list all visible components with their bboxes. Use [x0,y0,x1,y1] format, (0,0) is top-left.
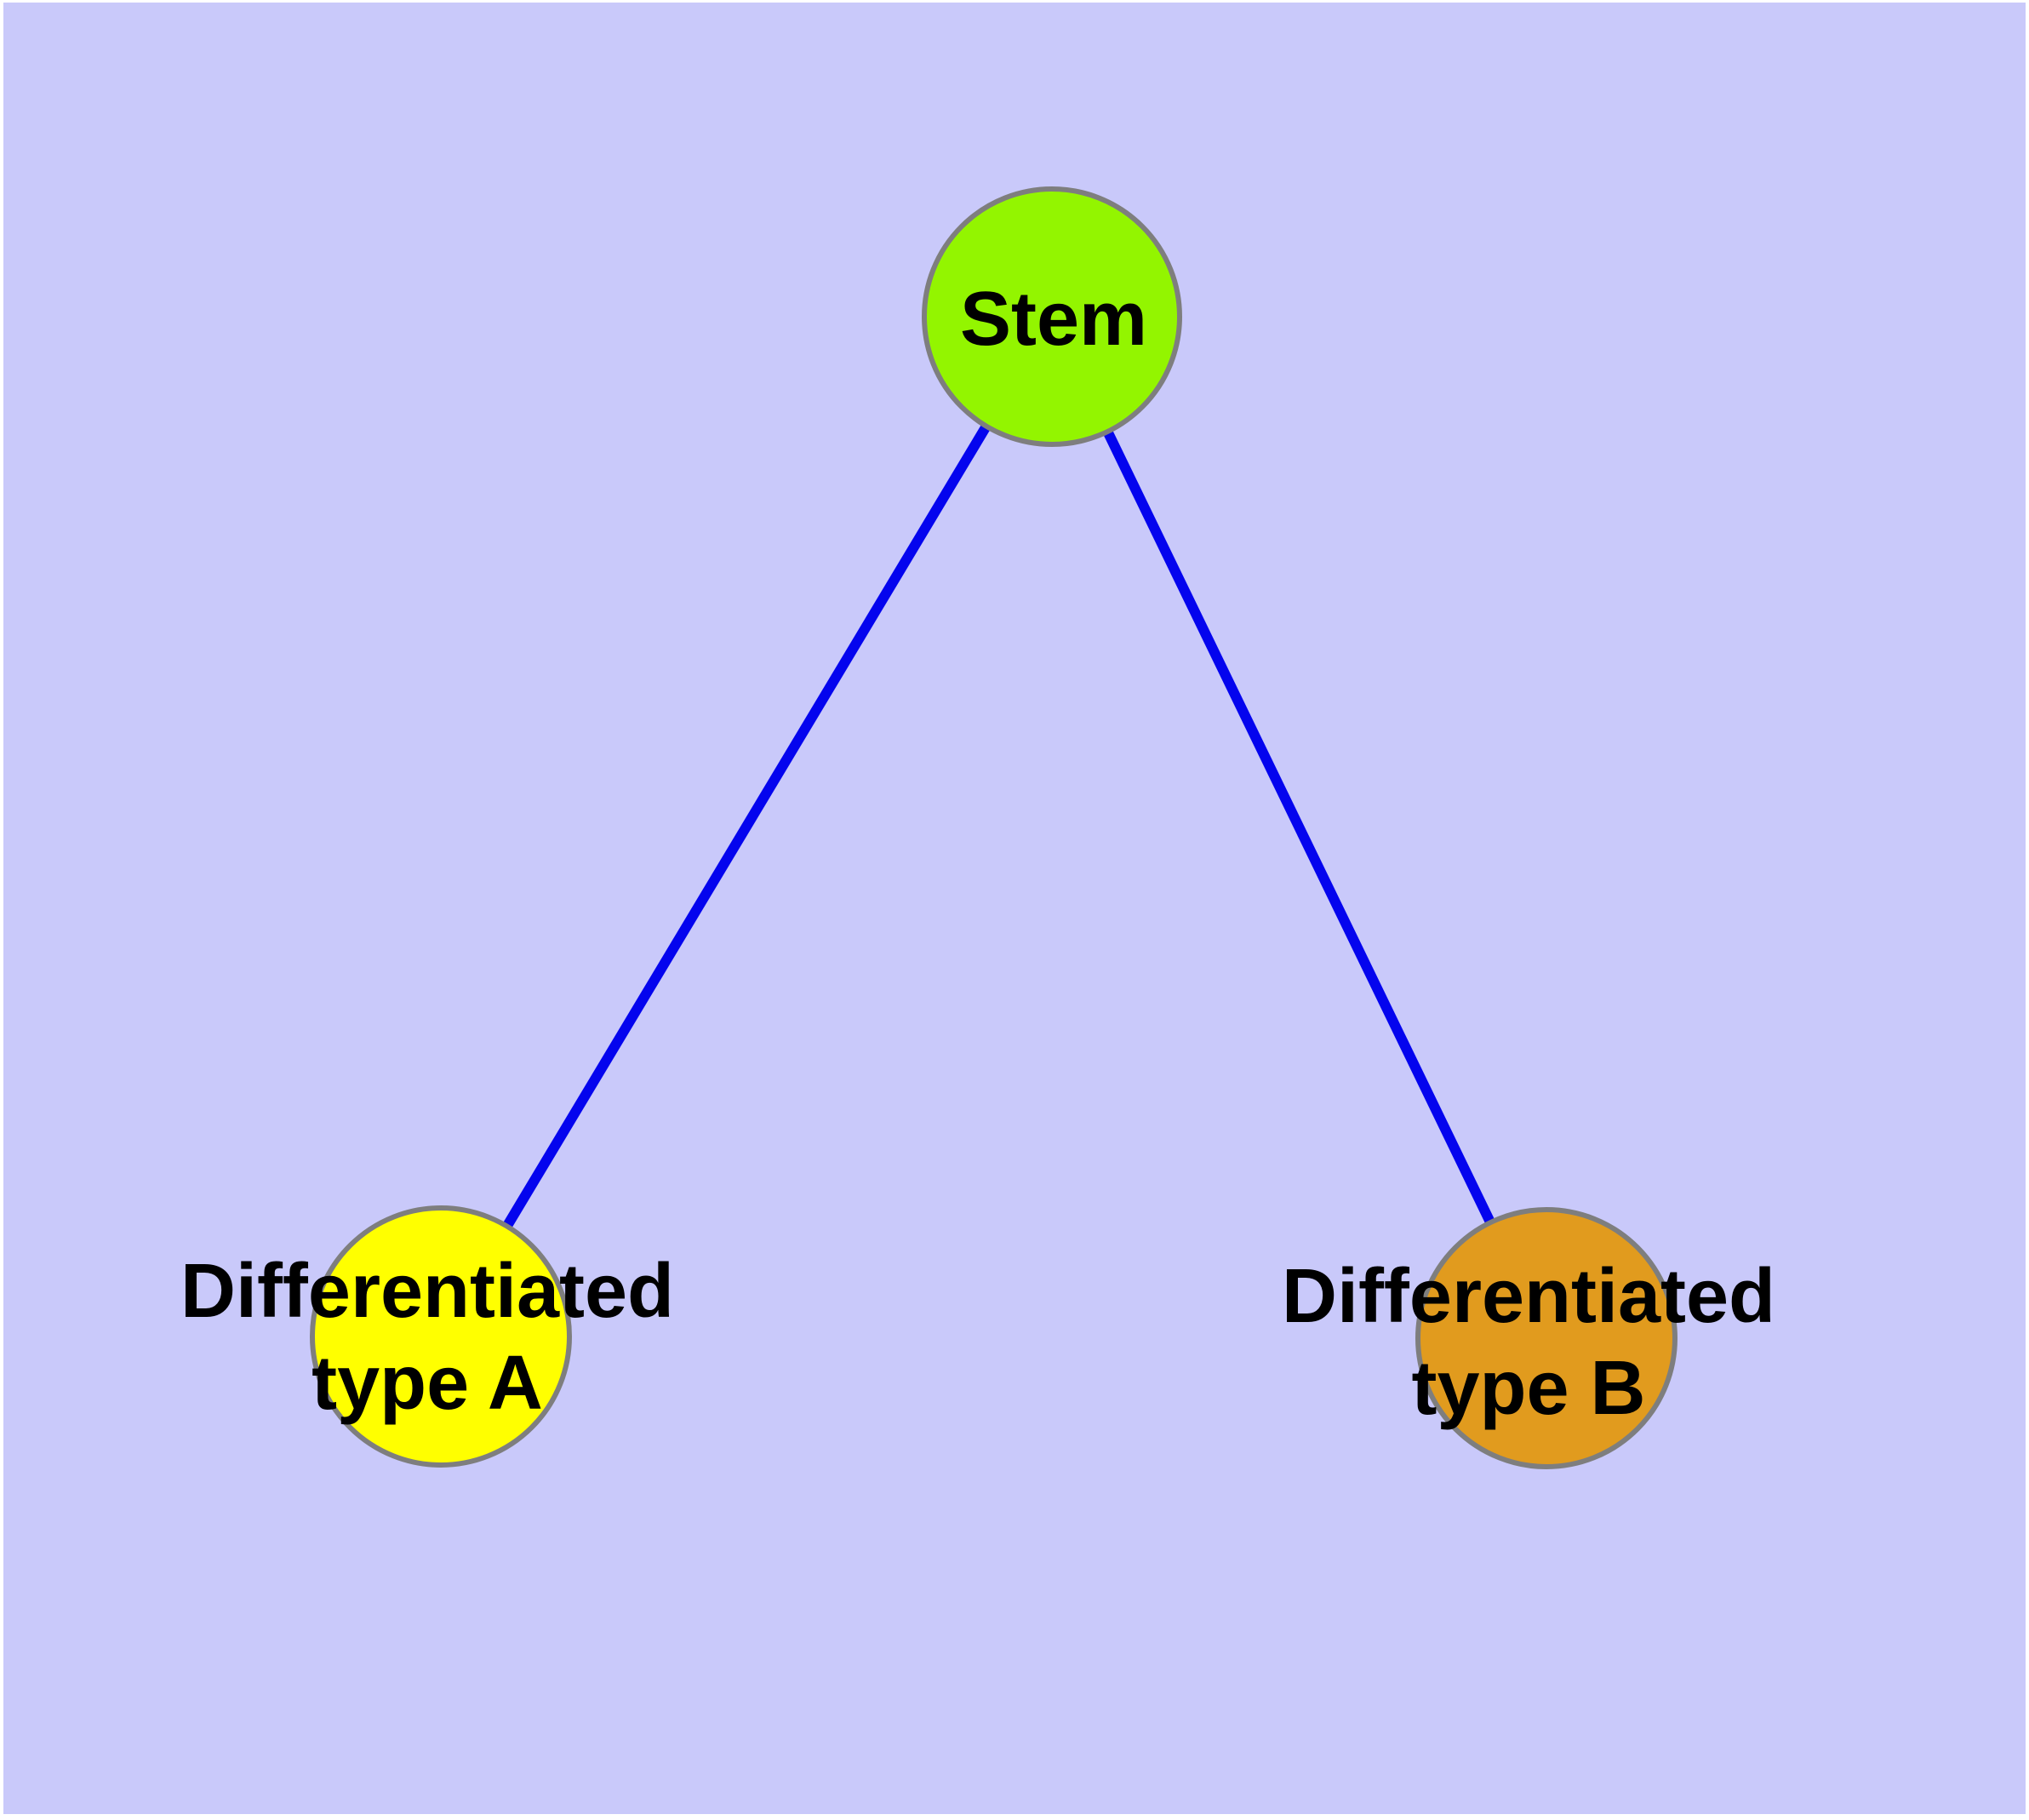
edge-stem-to-type-b [1047,314,1552,1341]
node-stem [922,186,1182,447]
node-type-a-label-line2: type A [311,1341,543,1426]
node-differentiated-type-b [1415,1207,1677,1469]
node-type-b-label-line2: type B [1411,1346,1645,1431]
node-stem-label: Stem [960,277,1147,362]
node-differentiated-type-a [310,1205,572,1468]
edge-stem-to-type-a [436,313,1057,1340]
node-type-a-label-line1: Differentiated [180,1249,674,1334]
node-type-b-label-line1: Differentiated [1282,1254,1775,1339]
